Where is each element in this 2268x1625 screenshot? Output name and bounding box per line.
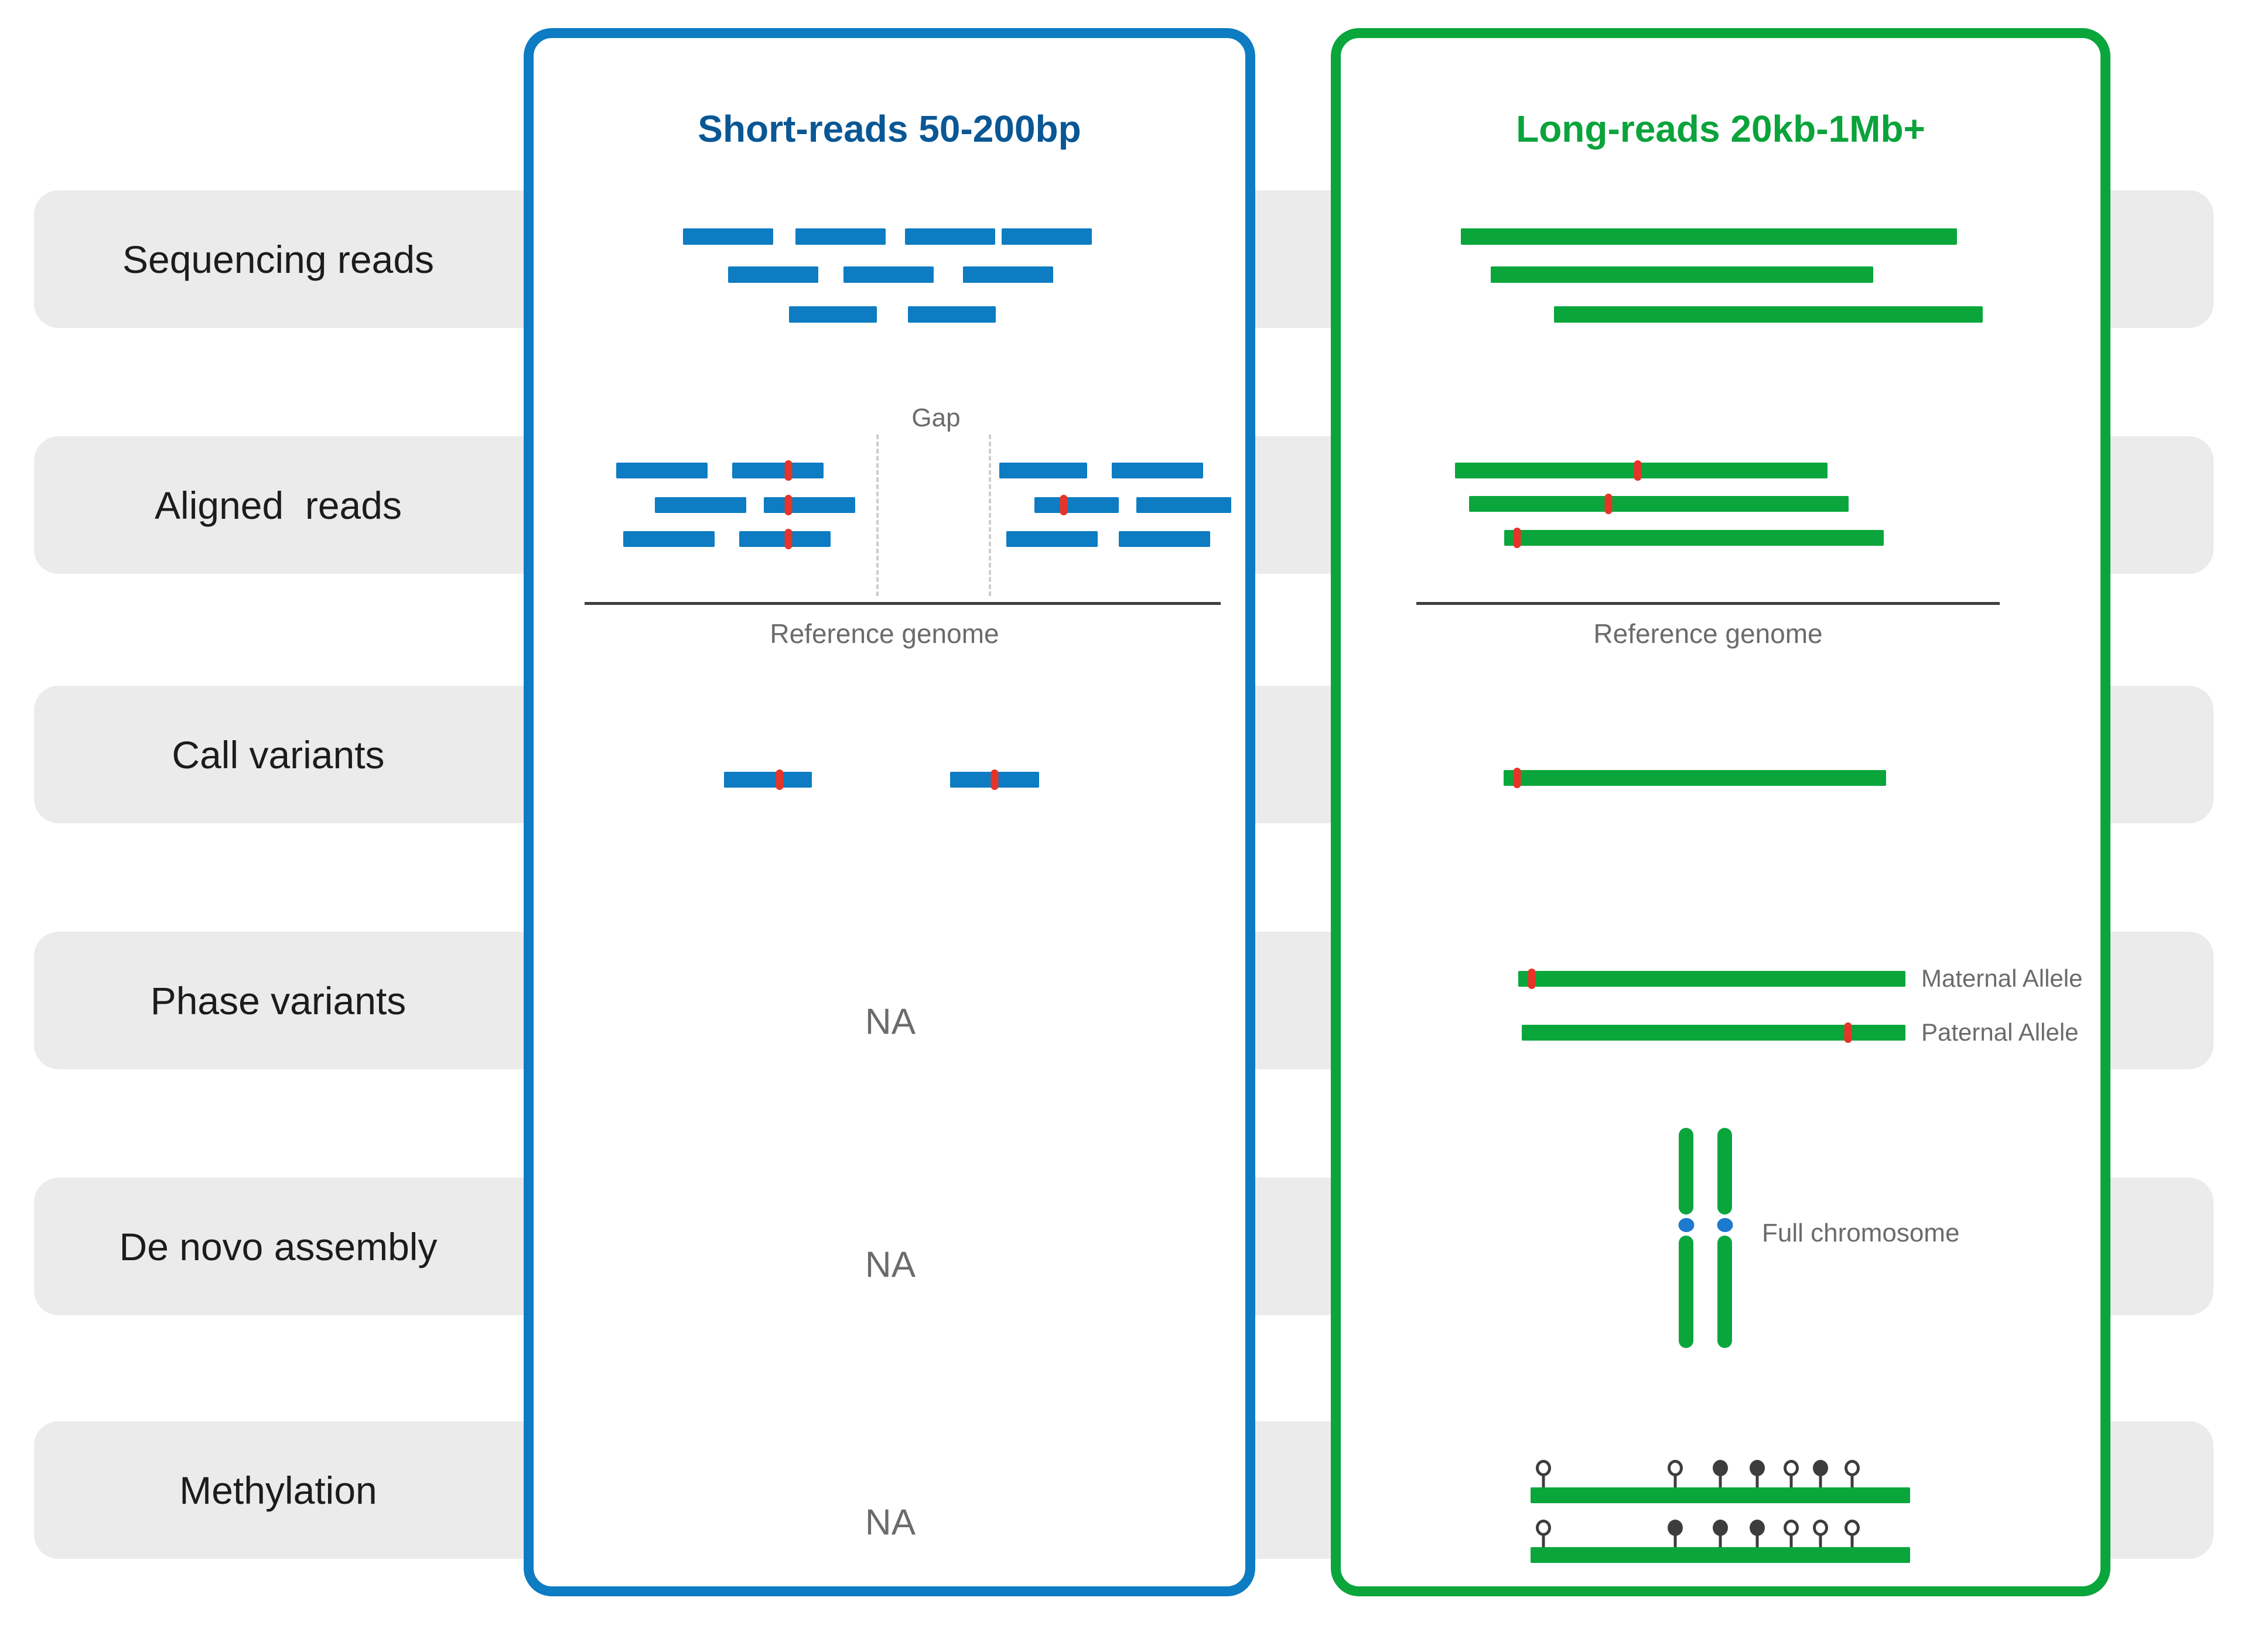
row-label: De novo assembly	[119, 1224, 438, 1268]
short-reads-panel: Short-reads 50-200bp	[524, 28, 1255, 1596]
long-reads-title: Long-reads 20kb-1Mb+	[1516, 108, 1925, 150]
row-label: Aligned reads	[155, 483, 402, 527]
row-label: Sequencing reads	[122, 237, 435, 281]
row-label: Call variants	[172, 733, 385, 776]
long-reads-panel: Long-reads 20kb-1Mb+	[1331, 28, 2110, 1596]
short-reads-title: Short-reads 50-200bp	[698, 108, 1081, 150]
row-label: Methylation	[179, 1468, 377, 1512]
row-label: Phase variants	[150, 979, 407, 1022]
